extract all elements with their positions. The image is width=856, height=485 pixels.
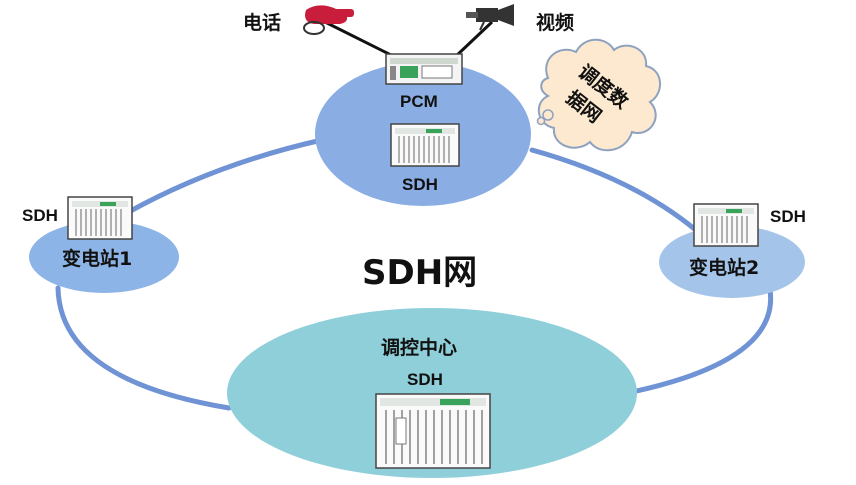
control-center-name: 调控中心 (381, 337, 458, 359)
pcm-label: PCM (400, 92, 438, 111)
dispatch-network-cloud-icon (536, 38, 661, 152)
video-wire (453, 20, 494, 59)
right-station-name: 变电站2 (689, 257, 760, 279)
bottom-sdh-label: SDH (407, 370, 443, 389)
left-sdh-label: SDH (22, 206, 58, 225)
network-title: SDH网 (362, 253, 478, 293)
link-top-left (115, 137, 325, 221)
right-sdh-label: SDH (770, 207, 806, 226)
sdh-device-right-icon (693, 203, 759, 247)
left-station-name: 变电站1 (62, 248, 133, 270)
sdh-device-left-icon (67, 196, 133, 240)
link-right-bottom (629, 287, 774, 395)
phone-wire (324, 20, 396, 59)
video-label: 视频 (536, 12, 575, 34)
ring-links (55, 137, 774, 411)
telephone-icon (303, 5, 354, 35)
left-node-ellipse (29, 221, 179, 293)
sdh-device-top-icon (390, 123, 460, 167)
top-sdh-label: SDH (402, 175, 438, 194)
link-top-right (529, 147, 708, 241)
phone-label: 电话 (243, 12, 282, 34)
link-left-bottom (55, 285, 232, 411)
bottom-node-ellipse (227, 308, 637, 478)
video-camera-icon (466, 4, 514, 31)
pcm-device-icon (385, 53, 463, 85)
sdh-device-bottom-icon (375, 393, 491, 469)
